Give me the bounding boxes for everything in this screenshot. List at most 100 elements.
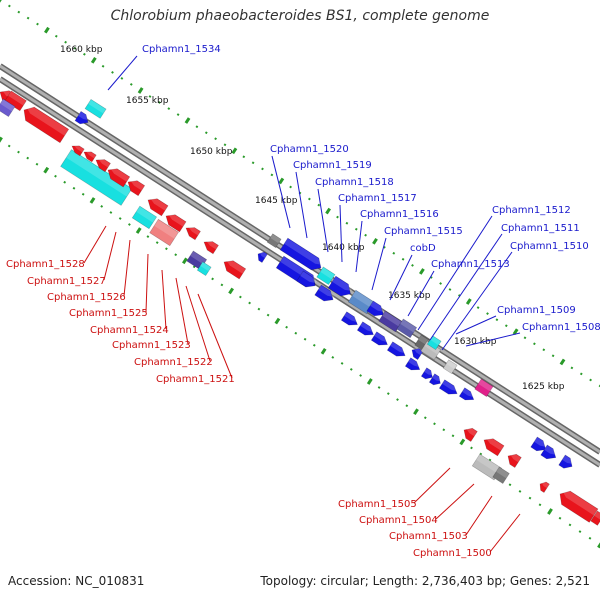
gene-shade xyxy=(66,150,132,197)
gene-highlight xyxy=(316,266,336,286)
gene-label-cphamn1-1522[interactable]: Cphamn1_1522 xyxy=(134,357,213,368)
gene-body xyxy=(314,284,334,302)
gene-body xyxy=(127,180,146,197)
gc-dot xyxy=(413,408,419,416)
gene-label-cphamn1-1521[interactable]: Cphamn1_1521 xyxy=(156,374,235,385)
gene-label-cphamn1-1503[interactable]: Cphamn1_1503 xyxy=(389,531,468,542)
gc-dot xyxy=(568,523,572,527)
genome-backbone xyxy=(0,63,600,468)
gc-dot xyxy=(146,235,150,238)
gene-shade xyxy=(167,213,186,227)
gc-dot xyxy=(528,496,532,500)
gc-dot xyxy=(64,40,67,44)
gc-dot xyxy=(465,298,472,305)
gene-body xyxy=(458,387,475,401)
leader-line xyxy=(371,237,387,291)
gene-label-cphamn1-1508[interactable]: Cphamn1_1508 xyxy=(522,322,600,333)
gc-dot xyxy=(63,180,67,184)
gene-forward xyxy=(404,357,422,371)
gene-label-cphamn1-1524[interactable]: Cphamn1_1524 xyxy=(90,325,169,336)
gene-label-cphamn1-1519[interactable]: Cphamn1_1519 xyxy=(293,160,372,171)
leader-line xyxy=(175,277,189,345)
gene-forward xyxy=(366,300,386,317)
gc-dot xyxy=(54,174,57,178)
gc-dot xyxy=(551,354,555,358)
gene-body xyxy=(356,321,374,336)
gene-body xyxy=(147,198,169,217)
gene-label-cphamn1-1510[interactable]: Cphamn1_1510 xyxy=(510,241,589,252)
gc-dot xyxy=(523,336,527,340)
gene-shade xyxy=(509,453,522,463)
gc-dot xyxy=(35,162,39,166)
gc-dot xyxy=(109,211,113,214)
gene-shade xyxy=(200,262,211,272)
gene-label-cphamn1-1528[interactable]: Cphamn1_1528 xyxy=(6,259,85,270)
gene-label-cphamn1-1525[interactable]: Cphamn1_1525 xyxy=(69,308,148,319)
gene-body xyxy=(185,227,201,241)
gene-label-cphamn1-1517[interactable]: Cphamn1_1517 xyxy=(338,193,417,204)
gene-reverse xyxy=(23,106,70,144)
gene-label-cphamn1-1511[interactable]: Cphamn1_1511 xyxy=(501,223,580,234)
gene-forward-highlight xyxy=(84,98,107,119)
gc-dot xyxy=(195,125,199,129)
leader-line xyxy=(197,293,233,379)
gene-label-cphamn1-1500[interactable]: Cphamn1_1500 xyxy=(413,548,492,559)
gc-dot xyxy=(442,428,446,432)
gene-label-cobd[interactable]: cobD xyxy=(410,243,436,254)
gene-forward-slate xyxy=(396,318,418,339)
leader-line xyxy=(435,483,475,520)
gene-forward xyxy=(279,237,323,271)
gene-label-cphamn1-1527[interactable]: Cphamn1_1527 xyxy=(27,276,106,287)
gene-forward xyxy=(356,321,375,336)
gene-reverse xyxy=(559,490,599,523)
gene-label-cphamn1-1513[interactable]: Cphamn1_1513 xyxy=(431,259,510,270)
gc-dot xyxy=(294,331,298,335)
gc-dot xyxy=(598,384,600,388)
gene-label-cphamn1-1512[interactable]: Cphamn1_1512 xyxy=(492,205,571,216)
gc-dot xyxy=(377,386,381,389)
leader-line xyxy=(465,495,493,536)
gene-label-cphamn1-1509[interactable]: Cphamn1_1509 xyxy=(497,305,576,316)
gene-reverse xyxy=(71,144,85,157)
gene-label-cphamn1-1515[interactable]: Cphamn1_1515 xyxy=(384,226,463,237)
gc-dot xyxy=(278,177,285,185)
gene-shade xyxy=(190,251,207,265)
gene-label-cphamn1-1504[interactable]: Cphamn1_1504 xyxy=(359,515,438,526)
scale-tick-1645: 1645 kbp xyxy=(255,196,298,206)
gc-dot xyxy=(538,503,542,507)
gene-forward xyxy=(296,270,317,288)
gc-dot xyxy=(231,147,238,155)
gene-label-cphamn1-1518[interactable]: Cphamn1_1518 xyxy=(315,177,394,188)
gene-body xyxy=(558,454,573,469)
gene-shade xyxy=(270,234,281,244)
gene-label-cphamn1-1520[interactable]: Cphamn1_1520 xyxy=(270,144,349,155)
gene-shade xyxy=(594,511,600,521)
gene-body xyxy=(404,357,421,371)
gc-dot xyxy=(486,312,489,315)
gene-body xyxy=(370,331,388,346)
gene-label-cphamn1-1516[interactable]: Cphamn1_1516 xyxy=(360,209,439,220)
gene-label-cphamn1-1523[interactable]: Cphamn1_1523 xyxy=(112,340,191,351)
gene-shade xyxy=(26,106,69,136)
gene-shade xyxy=(8,91,27,106)
gene-label-cphamn1-1526[interactable]: Cphamn1_1526 xyxy=(47,292,126,303)
gene-label-cphamn1-1505[interactable]: Cphamn1_1505 xyxy=(338,499,417,510)
gc-dot xyxy=(459,438,466,446)
gene-reverse xyxy=(4,90,27,112)
gene-shade xyxy=(187,225,201,236)
gene-body xyxy=(540,444,557,460)
gene-body xyxy=(296,270,316,288)
gc-dot xyxy=(325,207,331,215)
gc-dot xyxy=(90,56,97,64)
gc-dot xyxy=(366,378,373,385)
gene-label-cphamn1-1534[interactable]: Cphamn1_1534 xyxy=(142,44,221,55)
gc-dot xyxy=(118,217,122,220)
leader-line xyxy=(355,220,363,273)
gc-dot xyxy=(588,536,592,540)
gene-body xyxy=(149,218,179,247)
leader-line xyxy=(295,171,308,239)
leader-line xyxy=(429,233,503,341)
gene-shade xyxy=(478,379,493,392)
scale-tick-1640: 1640 kbp xyxy=(322,243,365,253)
